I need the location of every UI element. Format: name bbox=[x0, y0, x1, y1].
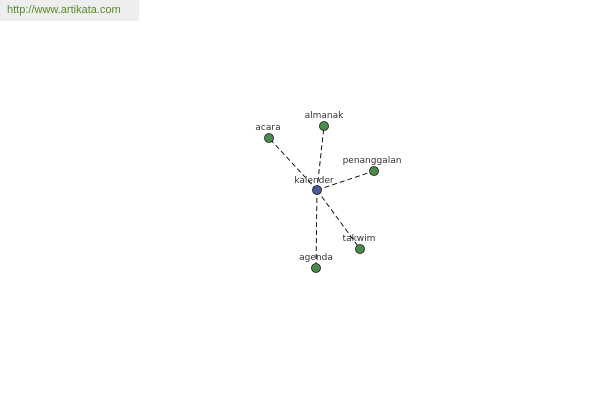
edge-kalender-penanggalan bbox=[316, 170, 375, 191]
node-label-kalender[interactable]: kalender bbox=[294, 176, 334, 186]
node-label-agenda[interactable]: agenda bbox=[299, 253, 333, 263]
node-takwim[interactable] bbox=[355, 244, 365, 254]
node-label-penanggalan[interactable]: penanggalan bbox=[343, 156, 402, 166]
edges-group bbox=[268, 125, 375, 269]
nodes-group bbox=[264, 121, 379, 273]
edge-kalender-takwim bbox=[316, 189, 361, 250]
node-label-almanak[interactable]: almanak bbox=[305, 111, 345, 121]
node-acara[interactable] bbox=[264, 133, 274, 143]
source-banner: http://www.artikata.com bbox=[0, 0, 139, 21]
node-label-takwim[interactable]: takwim bbox=[343, 234, 376, 244]
node-agenda[interactable] bbox=[311, 263, 321, 273]
edge-kalender-acara bbox=[268, 137, 318, 191]
source-link[interactable]: http://www.artikata.com bbox=[7, 4, 121, 16]
edge-kalender-agenda bbox=[315, 189, 318, 269]
node-penanggalan[interactable] bbox=[369, 166, 379, 176]
edge-kalender-almanak bbox=[316, 125, 325, 191]
labels-group: acara almanak penanggalan takwim agenda kalen… bbox=[255, 111, 401, 263]
node-almanak[interactable] bbox=[319, 121, 329, 131]
node-label-acara[interactable]: acara bbox=[255, 123, 280, 133]
node-kalender[interactable] bbox=[312, 185, 322, 195]
